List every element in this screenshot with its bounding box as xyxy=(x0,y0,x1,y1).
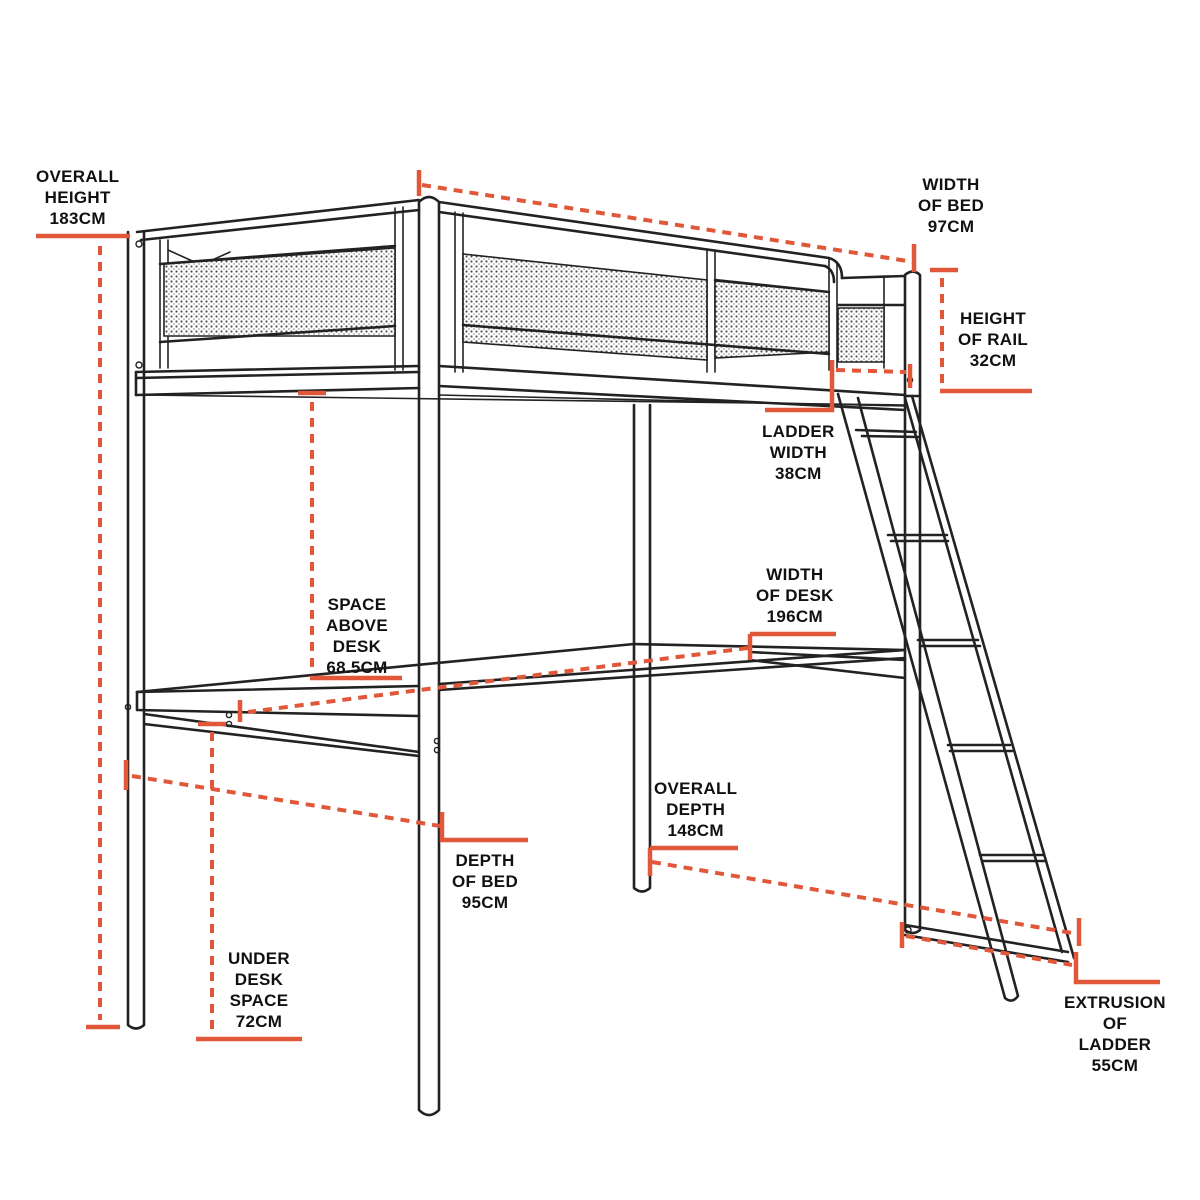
label-extrusion-of-ladder: EXTRUSION OF LADDER 55CM xyxy=(1064,993,1166,1075)
label-width-of-desk: WIDTH OF DESK 196CM xyxy=(756,565,834,626)
mesh-panel-middle xyxy=(462,253,708,361)
label-height-of-rail: HEIGHT OF RAIL 32CM xyxy=(958,309,1029,370)
label-under-desk-space: UNDER DESK SPACE 72CM xyxy=(228,949,290,1031)
dimension-lines xyxy=(36,170,1160,1042)
label-ladder-width: LADDER WIDTH 38CM xyxy=(762,422,835,483)
label-width-of-bed: WIDTH OF BED 97CM xyxy=(918,175,985,236)
label-depth-of-bed: DEPTH OF BED 95CM xyxy=(452,851,519,912)
mesh-panel-left xyxy=(163,247,396,337)
bed-frame xyxy=(124,195,1076,1117)
label-overall-height: OVERALL HEIGHT 183CM xyxy=(36,167,120,228)
mesh-panel-end xyxy=(837,307,885,363)
label-space-above-desk: SPACE ABOVE DESK 68.5CM xyxy=(326,595,388,677)
label-overall-depth: OVERALL DEPTH 148CM xyxy=(654,779,738,840)
